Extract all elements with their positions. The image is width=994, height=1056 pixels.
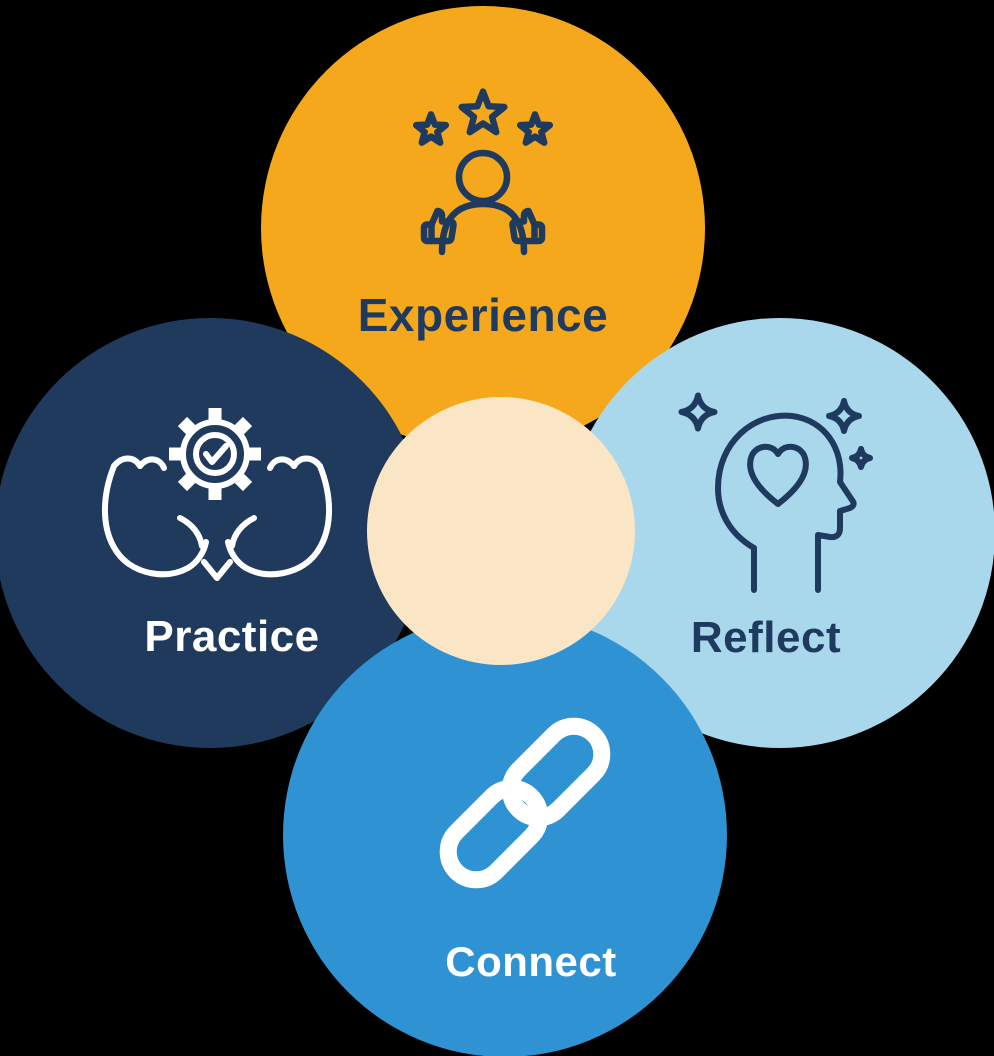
hands-holding-gear-check-icon (92, 398, 342, 588)
person-stars-thumbs-up-icon (395, 82, 571, 267)
center-circle (367, 397, 635, 665)
connect-label: Connect (445, 938, 617, 985)
head-profile-heart-sparkles-icon (672, 388, 872, 598)
practice-label: Practice (144, 612, 320, 661)
chain-link-icon (420, 698, 630, 908)
experience-label: Experience (357, 289, 609, 341)
reflect-label: Reflect (690, 613, 842, 662)
connect-circle: Connect (283, 613, 727, 1056)
